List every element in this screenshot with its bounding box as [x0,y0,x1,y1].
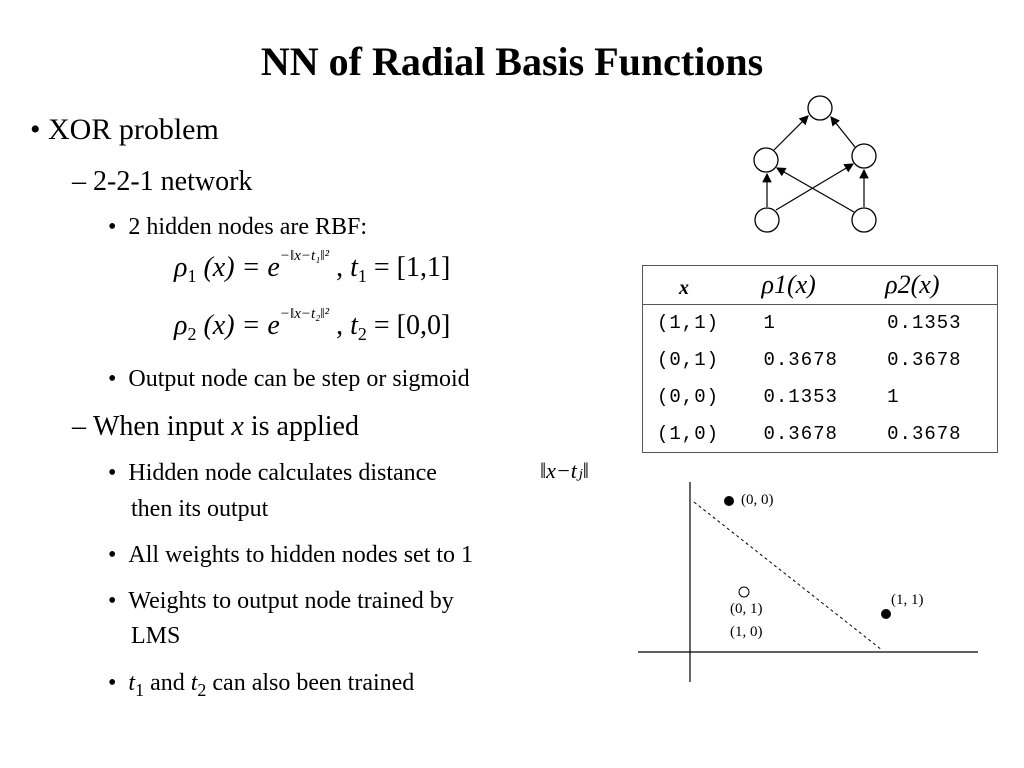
table-row: (1,1) 1 0.1353 [657,312,962,335]
table-row: (0,0) 0.1353 1 [657,385,900,408]
bullet-dot: • [30,113,41,146]
point-label-1-0: (1, 0) [730,624,763,640]
hidden-node-2 [851,143,877,169]
point-0-0 [724,496,734,506]
bullet-dot: • [108,588,117,614]
bullet-input-applied: – When input x is applied [72,411,359,442]
bullet-dot: • [108,460,117,486]
xor-plot [638,482,978,682]
table-header-rho2: ρ2(x) [873,265,998,305]
point-label-1-1: (1, 1) [891,592,924,608]
table-row: (1,0) 0.3678 0.3678 [657,422,962,445]
bullet-text: Weights to output node trained by [128,588,454,614]
bullet-dash: – [72,411,86,442]
point-1-1 [881,609,891,619]
bullet-network: – 2-2-1 network [72,166,252,198]
bullet-dot: • [108,214,117,240]
bullet-output-node: • Output node can be step or sigmoid [108,366,470,393]
bullet-distance: • Hidden node calculates distance [108,460,437,487]
table-row: (0,1) 0.3678 0.3678 [657,349,962,372]
point-label-0-0: (0, 0) [741,492,774,508]
rbf-output-table: x ρ1(x) ρ2(x) (1,1) 1 0.1353 (0,1) 0.367… [642,265,998,453]
bullet-weights-output-cont: LMS [131,623,181,649]
bullet-xor-problem: • XOR problem [30,113,219,147]
bullet-dash: – [72,166,86,197]
bullet-text: XOR problem [48,113,219,146]
bullet-dot: • [108,366,117,392]
table-header-rho1: ρ1(x) [749,265,874,305]
hidden-node-1 [753,147,779,173]
output-node [807,95,833,121]
bullet-text: Output node can be step or sigmoid [128,366,470,392]
point-0-1-1-0 [738,586,750,598]
bullet-distance-cont: then its output [131,496,269,522]
bullet-text: 2 hidden nodes are RBF: [128,214,368,240]
slide-title: NN of Radial Basis Functions [260,39,764,84]
bullet-text: All weights to hidden nodes set to 1 [128,542,474,568]
bullet-centers-trained: • t1 and t2 can also been trained [108,670,415,700]
bullet-text: 2-2-1 network [93,166,253,197]
bullet-dot: • [108,670,117,696]
bullet-weights-hidden: • All weights to hidden nodes set to 1 [108,542,473,569]
bullet-hidden-rbf: • 2 hidden nodes are RBF: [108,214,367,241]
input-node-2 [851,207,877,233]
bullet-weights-output: • Weights to output node trained by [108,588,454,615]
formula-rho1: ρ1 (x) = e−‖x−t₁‖² , t1 = [1,1] [174,248,451,286]
bullet-dot: • [108,542,117,568]
decision-boundary [693,501,883,651]
point-label-0-1: (0, 1) [730,601,763,617]
input-node-1 [754,207,780,233]
table-header-x: x [642,265,750,305]
formula-rho2: ρ2 (x) = e−‖x−t₂‖² , t2 = [0,0] [174,306,451,344]
network-diagram [753,95,877,233]
formula-distance: ‖x−tⱼ‖ [540,458,589,483]
bullet-text: Hidden node calculates distance [128,460,437,486]
